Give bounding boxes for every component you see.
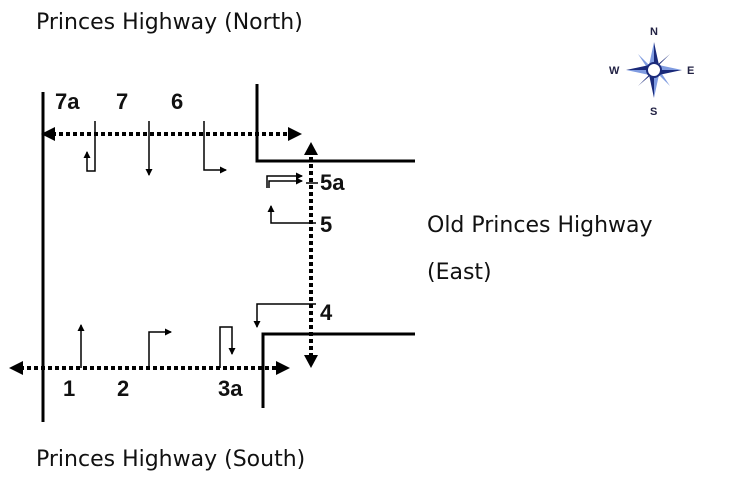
movement-arrows bbox=[77, 121, 318, 368]
phase-label-6: 6 bbox=[171, 89, 183, 114]
movement-6-arrow bbox=[203, 121, 227, 174]
compass-south-label: S bbox=[650, 106, 657, 118]
phase-label-5a: 5a bbox=[320, 170, 345, 195]
phase-label-4: 4 bbox=[320, 300, 333, 325]
phase-label-7a: 7a bbox=[55, 89, 80, 114]
movement-5-arrow bbox=[267, 205, 316, 224]
phase-label-3a: 3a bbox=[218, 376, 243, 401]
phase-label-7: 7 bbox=[116, 89, 128, 114]
compass-east-label: E bbox=[687, 65, 694, 77]
north-crossing-east-arrow bbox=[288, 127, 302, 141]
south-crossing-east-arrow bbox=[276, 361, 290, 375]
road-label-south: Princes Highway (South) bbox=[36, 447, 305, 472]
road-label-east-line2: (East) bbox=[427, 260, 492, 285]
kerb-southeast bbox=[261, 332, 415, 408]
movement-5a-arrow-outer bbox=[266, 172, 303, 188]
movement-7a-arrow bbox=[83, 121, 96, 172]
south-crossing-west-arrow bbox=[9, 361, 23, 375]
east-crossing-north-arrow bbox=[304, 142, 318, 155]
crossing-arrowheads bbox=[9, 127, 318, 375]
road-label-north: Princes Highway (North) bbox=[36, 10, 303, 35]
movement-5a-arrow-inner bbox=[268, 177, 303, 188]
kerb-northeast bbox=[255, 84, 415, 163]
east-crossing-south-arrow bbox=[304, 355, 318, 368]
north-crossing-west-arrow bbox=[41, 127, 55, 141]
phase-label-5: 5 bbox=[320, 212, 332, 237]
road-label-east-line1: Old Princes Highway bbox=[427, 213, 653, 238]
compass-west-label: W bbox=[609, 65, 620, 77]
movement-3a-arrow bbox=[219, 326, 236, 368]
compass-north-label: N bbox=[650, 26, 658, 38]
movement-2-arrow bbox=[148, 328, 172, 368]
phase-label-1: 1 bbox=[63, 376, 75, 401]
phase-label-2: 2 bbox=[117, 376, 129, 401]
pedestrian-crossings bbox=[20, 132, 313, 370]
compass-rose-icon: N S E W bbox=[609, 26, 694, 118]
movement-4-arrow bbox=[253, 303, 316, 328]
